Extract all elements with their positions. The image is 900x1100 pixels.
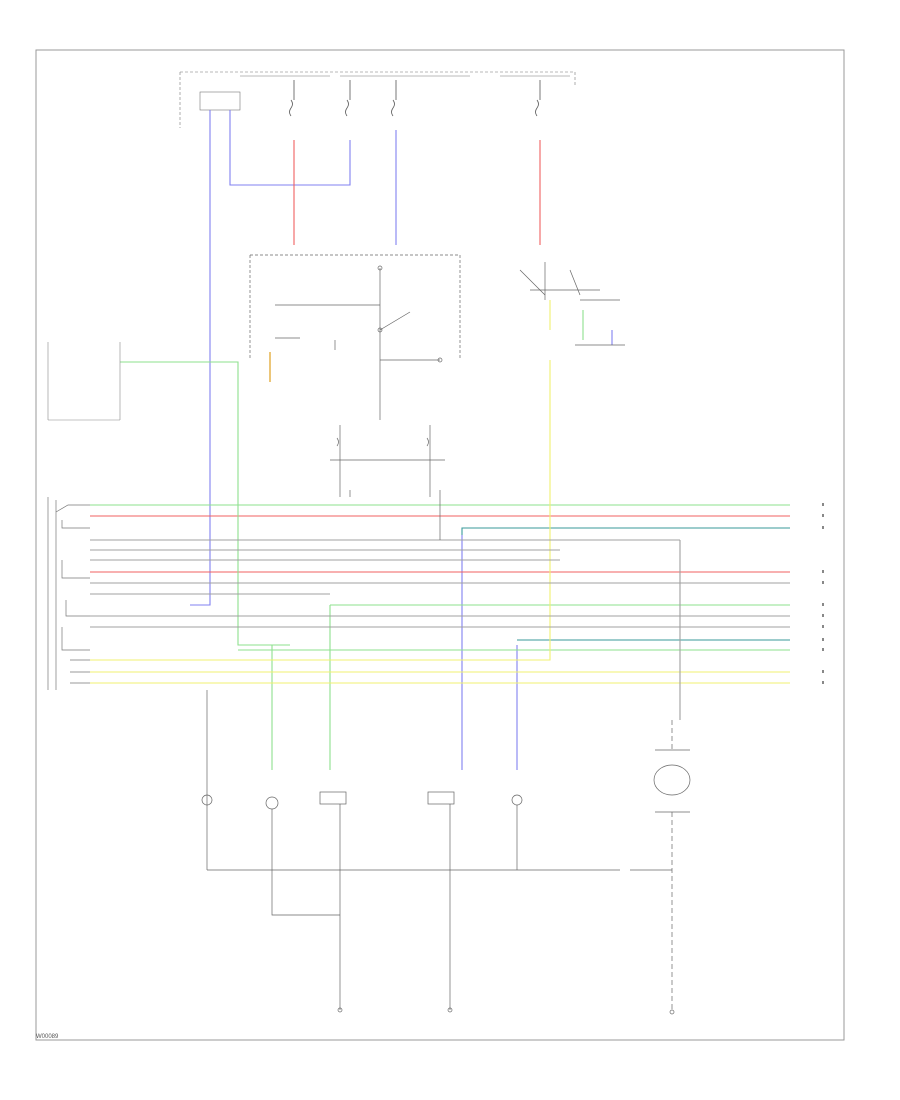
relay-right	[519, 262, 625, 346]
diagram-frame	[35, 49, 845, 1041]
wire-teal	[461, 527, 790, 641]
left-connector	[47, 497, 90, 690]
lamp-4	[427, 791, 455, 1000]
harness-lines	[90, 539, 790, 720]
sensor-box-left	[47, 342, 121, 421]
switch-assembly-center	[249, 254, 461, 420]
lamp-2	[265, 796, 279, 910]
diagram-footer-code: W00089	[36, 1034, 59, 1040]
wire-yellow	[90, 300, 790, 684]
lamp-3	[319, 791, 347, 1000]
lamp-5	[511, 794, 523, 870]
fuse-box-top	[179, 71, 576, 128]
dome-lamp	[653, 720, 691, 1010]
wire-blue	[190, 110, 613, 770]
lower-switch-row	[330, 425, 445, 540]
ground-lines	[207, 869, 675, 1015]
right-terminals	[822, 503, 824, 684]
lamp-1	[201, 690, 213, 870]
